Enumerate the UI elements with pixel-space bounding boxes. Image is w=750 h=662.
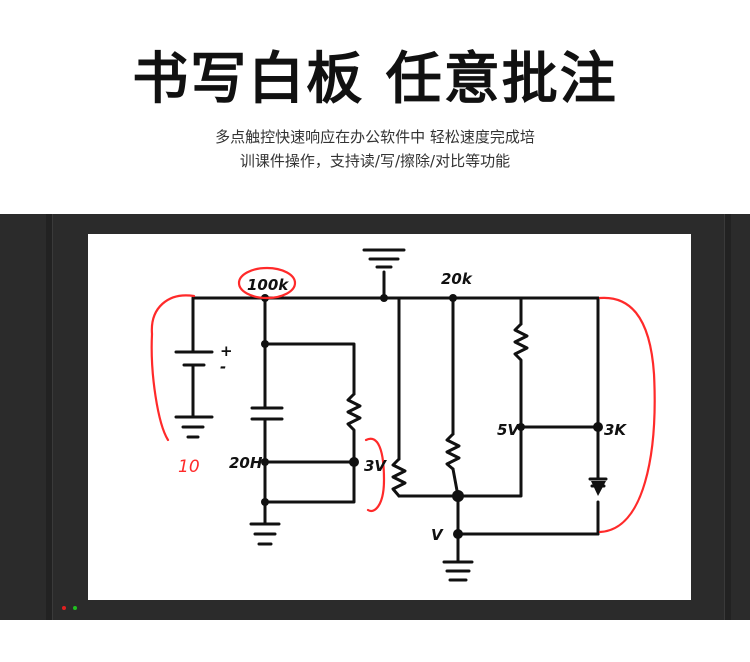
label-5v: 5V bbox=[497, 421, 520, 439]
label-10: 10 bbox=[178, 457, 200, 477]
label-100k: 100k bbox=[247, 276, 289, 294]
red-bracket-3v bbox=[364, 437, 386, 513]
red-circle-100k bbox=[237, 266, 297, 300]
label-3v: 3V bbox=[364, 457, 387, 475]
right-resistor bbox=[513, 322, 529, 429]
junction-dot bbox=[517, 423, 525, 431]
label-3k: 3K bbox=[604, 421, 627, 439]
mid-left-resistor bbox=[391, 457, 407, 498]
display-device: 100k 20k 20H 3V 5V 3K V + - 10 bbox=[0, 214, 750, 620]
battery-plus: + bbox=[220, 342, 233, 360]
page-title: 书写白板 任意批注 bbox=[132, 47, 618, 112]
red-bracket-left bbox=[150, 294, 196, 442]
junction-dot bbox=[593, 422, 603, 432]
label-20k: 20k bbox=[441, 270, 473, 288]
junction-dot bbox=[453, 529, 463, 539]
mid-branch bbox=[397, 296, 600, 536]
left-branch bbox=[250, 296, 356, 504]
whiteboard-canvas[interactable]: 100k 20k 20H 3V 5V 3K V + - 10 bbox=[88, 234, 691, 600]
junction-dot bbox=[261, 498, 269, 506]
label-v: V bbox=[431, 526, 444, 544]
status-led-green bbox=[73, 606, 77, 610]
battery-minus: - bbox=[220, 358, 226, 376]
red-bracket-right bbox=[598, 296, 656, 534]
mid-resistor bbox=[445, 432, 461, 471]
junction-dot bbox=[449, 294, 457, 302]
subtitle-line-1: 多点触控快速响应在办公软件中 轻松速度完成培 bbox=[215, 128, 535, 146]
right-bezel bbox=[724, 214, 731, 620]
right-branch bbox=[519, 296, 600, 536]
left-ground bbox=[249, 500, 281, 546]
status-led-red bbox=[62, 606, 66, 610]
junction-dot bbox=[380, 294, 388, 302]
battery-branch bbox=[174, 296, 214, 439]
junction-dot bbox=[349, 457, 359, 467]
circuit-drawing: 100k 20k 20H 3V 5V 3K V + - 10 bbox=[150, 248, 656, 582]
diode-triangle bbox=[591, 481, 606, 496]
left-resistor bbox=[346, 392, 362, 436]
left-bezel bbox=[46, 214, 53, 620]
subtitle-line-2: 训课件操作，支持读/写/擦除/对比等功能 bbox=[239, 152, 511, 170]
label-20h: 20H bbox=[229, 454, 263, 472]
junction-dot bbox=[261, 340, 269, 348]
bottom-ground bbox=[442, 532, 474, 582]
junction-dot bbox=[452, 490, 464, 502]
junction-dot bbox=[261, 458, 269, 466]
top-ground bbox=[362, 248, 406, 300]
